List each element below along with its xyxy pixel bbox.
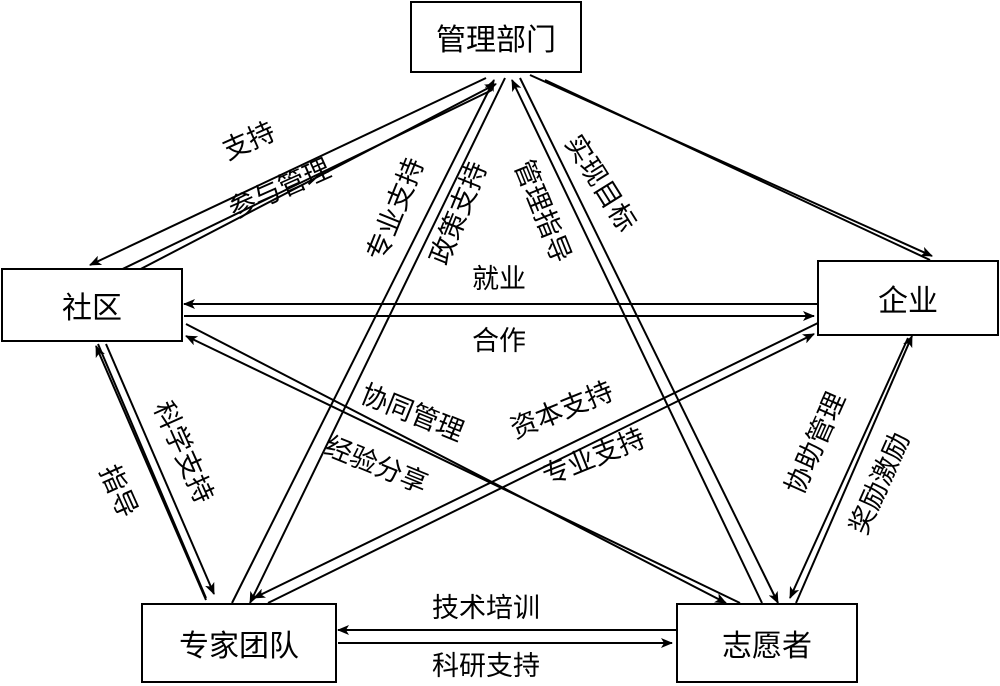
edge-arrow-17: [267, 333, 815, 604]
edge-arrow-5: [511, 79, 763, 604]
edge-arrow-19: [795, 335, 913, 604]
edge-arrow-3: [231, 79, 495, 604]
edge-arrow-14: [185, 335, 741, 604]
edge-label-technical-training: 技术培训: [432, 593, 540, 624]
node-experts: 专家团队: [141, 603, 337, 683]
edge-arrow-18: [789, 337, 909, 599]
node-experts-label: 专家团队: [179, 629, 299, 664]
edge-arrow-0: [89, 77, 487, 266]
node-management-label: 管理部门: [436, 23, 556, 58]
node-community: 社区: [1, 268, 183, 342]
edge-arrow-8: [544, 79, 931, 261]
edge-arrow-1: [103, 89, 493, 279]
edge-arrow-12: [105, 343, 215, 595]
edge-arrow-2: [109, 83, 497, 286]
edge-arrow-15: [185, 323, 727, 604]
edge-arrow-16: [253, 321, 821, 599]
node-enterprise-label: 企业: [878, 284, 938, 319]
edge-arrow-4: [249, 77, 506, 604]
node-community-label: 社区: [62, 291, 122, 326]
edge-arrow-6: [519, 77, 779, 604]
edge-label-cooperation: 合作: [472, 326, 526, 357]
node-volunteers: 志愿者: [676, 603, 858, 683]
edge-label-employment: 就业: [472, 264, 526, 295]
edge-arrow-13: [95, 345, 207, 601]
edge-label-research-support: 科研支持: [432, 651, 540, 682]
edge-arrow-11: [97, 343, 207, 599]
node-volunteers-label: 志愿者: [722, 629, 812, 664]
node-management: 管理部门: [410, 1, 582, 73]
node-enterprise: 企业: [817, 260, 999, 336]
